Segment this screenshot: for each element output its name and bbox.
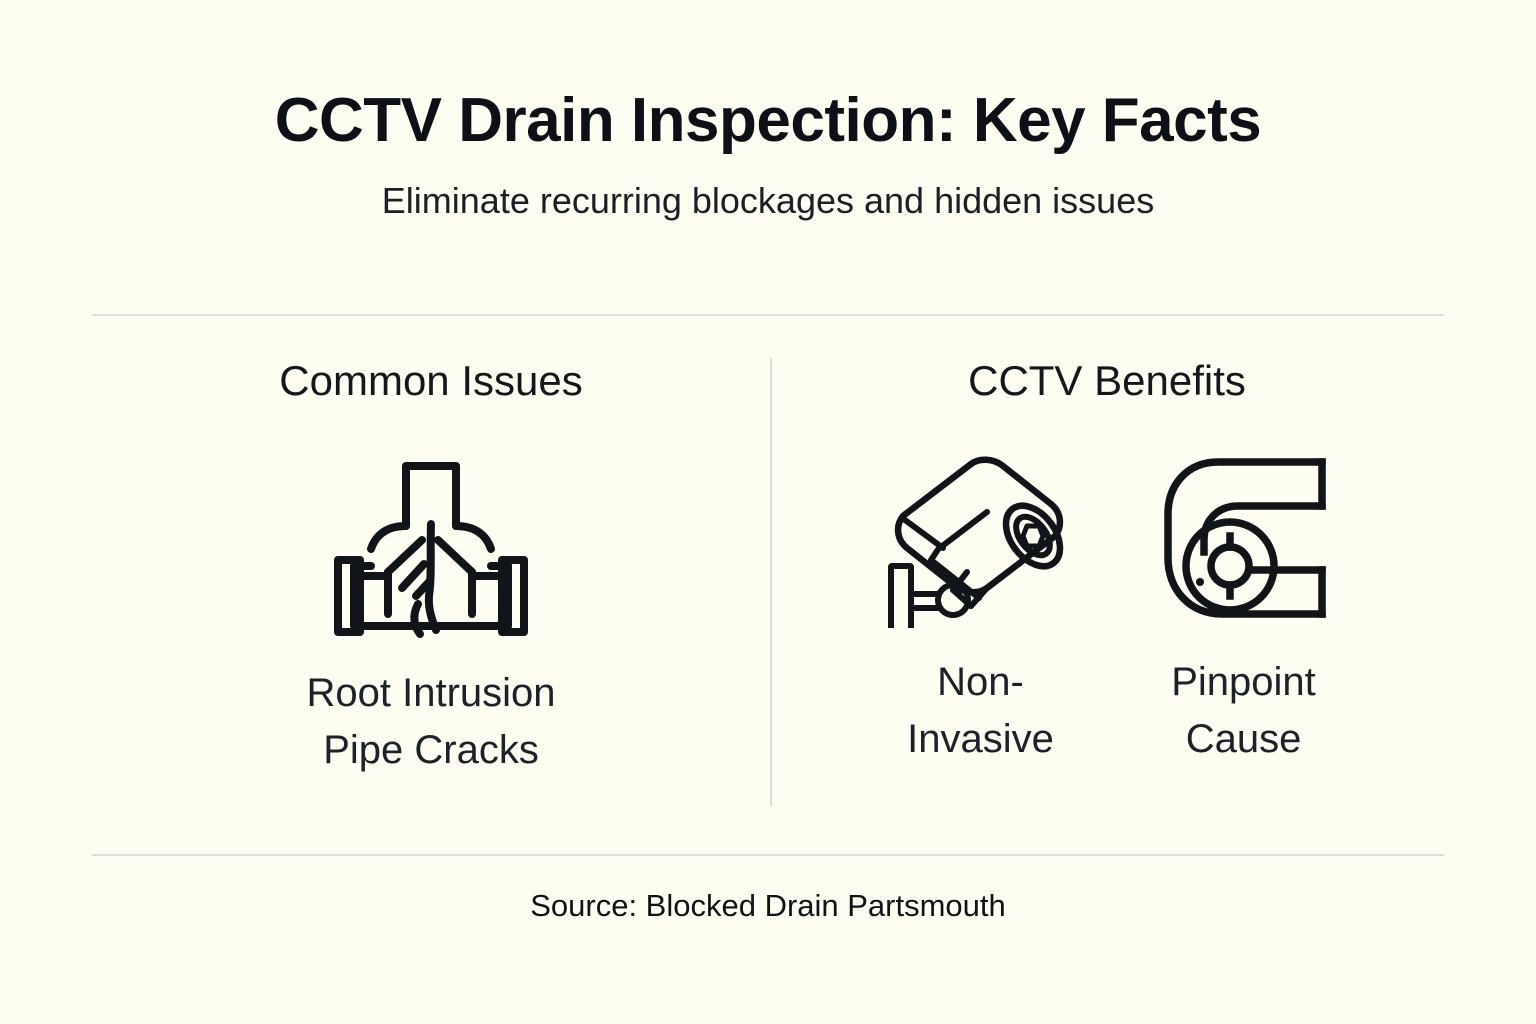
items-cctv-benefits: Non- Invasive [770, 448, 1444, 768]
items-common-issues: Root Intrusion Pipe Cracks [92, 454, 770, 779]
divider-bottom [92, 854, 1444, 856]
column-common-issues: Common Issues [92, 357, 770, 806]
item-root-intrusion: Root Intrusion Pipe Cracks [306, 454, 556, 779]
item-label: Root Intrusion [306, 671, 556, 716]
pipe-root-intrusion-icon [326, 454, 536, 639]
page-title: CCTV Drain Inspection: Key Facts [274, 86, 1262, 155]
pipe-elbow-target-icon [1156, 448, 1331, 628]
item-label: Non- Invasive [907, 660, 1054, 761]
page-subtitle: Eliminate recurring blockages and hidden… [381, 180, 1155, 222]
item-non-invasive: Non- Invasive [883, 448, 1078, 768]
column-cctv-benefits: CCTV Benefits [770, 357, 1444, 806]
cctv-camera-icon [883, 448, 1078, 629]
item-labels-root-intrusion: Root Intrusion Pipe Cracks [306, 665, 555, 779]
column-heading-common-issues: Common Issues [279, 357, 583, 404]
item-label: Pipe Cracks [323, 727, 539, 772]
item-labels-non-invasive: Non- Invasive [907, 654, 1054, 768]
divider-vertical [770, 358, 772, 806]
divider-top [92, 314, 1444, 316]
item-labels-pinpoint-cause: Pinpoint Cause [1171, 654, 1316, 768]
column-heading-cctv-benefits: CCTV Benefits [968, 357, 1246, 404]
content-columns: Common Issues [92, 357, 1444, 806]
header: CCTV Drain Inspection: Key Facts Elimina… [0, 0, 1536, 221]
source-attribution: Source: Blocked Drain Partsmouth [530, 888, 1006, 923]
item-pinpoint-cause: Pinpoint Cause [1156, 448, 1331, 768]
item-label: Pinpoint Cause [1171, 660, 1316, 761]
footer: Source: Blocked Drain Partsmouth [0, 888, 1536, 924]
